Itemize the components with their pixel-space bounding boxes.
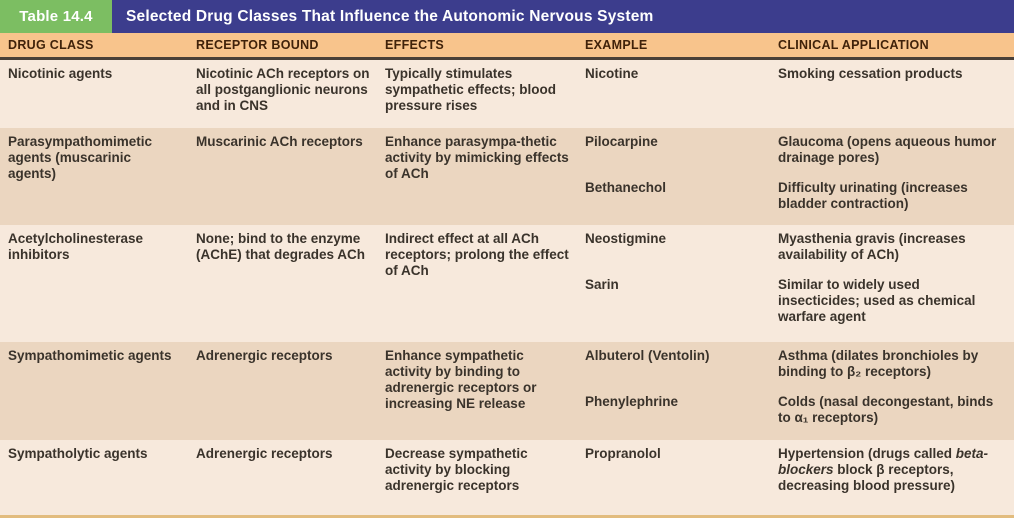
table-header-bar: Table 14.4 Selected Drug Classes That In…: [0, 0, 1014, 33]
table-body: Nicotinic agents Nicotinic ACh receptors …: [0, 60, 1014, 515]
column-header: RECEPTOR BOUND: [196, 38, 319, 52]
receptor-bound-cell: Adrenergic receptors: [196, 446, 333, 461]
drug-class-cell: Parasympathomimetic agents (muscarinic a…: [8, 134, 153, 181]
example-cell: Bethanechol: [585, 180, 667, 195]
drug-class-cell: Sympatholytic agents: [8, 446, 148, 461]
drug-class-cell: Nicotinic agents: [8, 66, 113, 81]
bottom-rule: [0, 515, 1014, 518]
clinical-application-cell: Colds (nasal decongestant, binds to α₁ r…: [778, 394, 994, 425]
example-application-group: Neostigmine Myasthenia gravis (increases …: [585, 231, 1014, 342]
example-cell: Propranolol: [585, 446, 661, 461]
clinical-application-cell: Asthma (dilates bronchioles by binding t…: [778, 348, 979, 379]
receptor-bound-cell: Nicotinic ACh receptors on all postgangl…: [196, 66, 370, 113]
column-header-row: DRUG CLASS RECEPTOR BOUND EFFECTS EXAMPLE CL…: [0, 33, 1014, 60]
example-cell: Nicotine: [585, 66, 639, 81]
table-row: Sympathomimetic agents Adrenergic recepto…: [0, 342, 1014, 440]
table-row: Parasympathomimetic agents (muscarinic a…: [0, 128, 1014, 225]
effects-cell: Typically stimulates sympathetic effects…: [385, 66, 557, 113]
clinical-application-cell: Glaucoma (opens aqueous humor drainage p…: [778, 134, 997, 165]
column-header: DRUG CLASS: [8, 38, 94, 52]
column-header: EXAMPLE: [585, 38, 648, 52]
clinical-application-cell: Myasthenia gravis (increases availabilit…: [778, 231, 966, 262]
clinical-application-cell: Hypertension (drugs called beta-blockers…: [778, 446, 989, 493]
example-cell: Albuterol (Ventolin): [585, 348, 710, 363]
effects-cell: Enhance parasympa-thetic activity by mim…: [385, 134, 569, 181]
table-row: Nicotinic agents Nicotinic ACh receptors …: [0, 60, 1014, 128]
receptor-bound-cell: None; bind to the enzyme (AChE) that deg…: [196, 231, 366, 262]
receptor-bound-cell: Muscarinic ACh receptors: [196, 134, 363, 149]
effects-cell: Enhance sympathetic activity by binding …: [385, 348, 537, 411]
clinical-application-cell: Difficulty urinating (increases bladder …: [778, 180, 968, 211]
receptor-bound-cell: Adrenergic receptors: [196, 348, 333, 363]
clinical-application-cell: Smoking cessation products: [778, 66, 963, 81]
table-number-label: Table 14.4: [0, 0, 112, 33]
column-header: EFFECTS: [385, 38, 445, 52]
example-cell: Neostigmine: [585, 231, 667, 246]
example-application-group: Albuterol (Ventolin) Asthma (dilates bron…: [585, 348, 1014, 440]
clinical-application-cell: Similar to widely used insecticides; use…: [778, 277, 976, 324]
table-row: Acetylcholinesterase inhibitors None; bin…: [0, 225, 1014, 342]
example-application-group: Pilocarpine Glaucoma (opens aqueous humor…: [585, 134, 1014, 225]
example-application-group: Nicotine Smoking cessation products: [585, 66, 1014, 128]
example-cell: Sarin: [585, 277, 619, 292]
drug-class-cell: Sympathomimetic agents: [8, 348, 172, 363]
table-row: Sympatholytic agents Adrenergic receptors…: [0, 440, 1014, 515]
column-header: CLINICAL APPLICATION: [778, 38, 929, 52]
effects-cell: Decrease sympathetic activity by blockin…: [385, 446, 528, 493]
example-cell: Phenylephrine: [585, 394, 679, 409]
table-title: Selected Drug Classes That Influence the…: [112, 0, 1014, 33]
drug-class-cell: Acetylcholinesterase inhibitors: [8, 231, 144, 262]
example-cell: Pilocarpine: [585, 134, 658, 149]
example-application-group: Propranolol Hypertension (drugs called be…: [585, 446, 1014, 515]
effects-cell: Indirect effect at all ACh receptors; pr…: [385, 231, 569, 278]
